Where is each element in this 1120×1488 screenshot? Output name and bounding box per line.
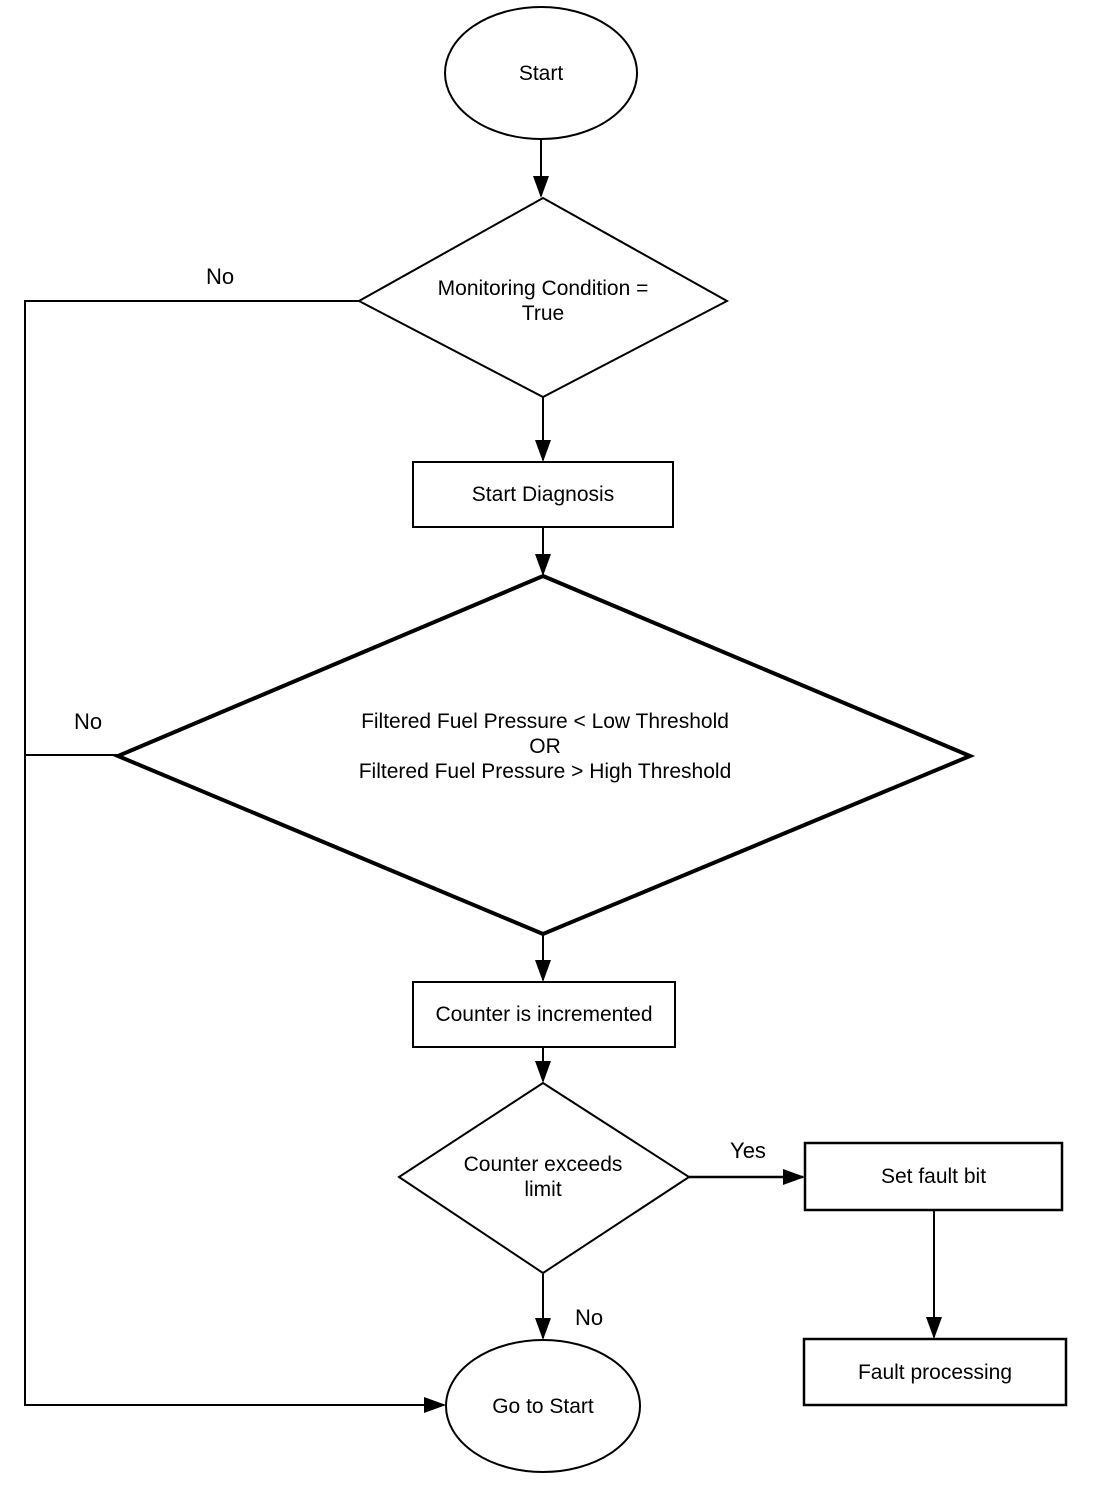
go-to-start-label: Go to Start xyxy=(446,1340,640,1472)
monitoring-condition-line2: True xyxy=(521,302,565,325)
start-diagnosis-label-text: Start Diagnosis xyxy=(471,483,615,506)
start-label: Start xyxy=(445,7,637,139)
node-start-ellipse xyxy=(444,6,638,140)
pressure-check-line3: Filtered Fuel Pressure > High Threshold xyxy=(358,759,732,783)
counter-exceeds-label: Counter exceeds limit xyxy=(423,1128,663,1226)
node-set-fault-bit-rect xyxy=(803,1141,1064,1212)
node-pressure-check-diamond xyxy=(112,573,976,937)
node-counter-exceeds-diamond xyxy=(397,1081,691,1275)
node-counter-incremented-rect xyxy=(412,981,676,1048)
node-start-diagnosis-rect xyxy=(412,461,674,528)
counter-exceeds-line1: Counter exceeds xyxy=(463,1153,623,1176)
fault-processing-label-text: Fault processing xyxy=(857,1360,1013,1384)
pressure-check-label: Filtered Fuel Pressure < Low Threshold O… xyxy=(343,696,747,796)
set-fault-bit-label: Set fault bit xyxy=(805,1143,1062,1210)
monitoring-no-label: No xyxy=(205,264,235,289)
monitoring-condition-label: Monitoring Condition = True xyxy=(393,250,693,352)
counter-no-label: No xyxy=(574,1305,604,1330)
pressure-no-label: No xyxy=(73,709,103,734)
start-label-text: Start xyxy=(518,61,564,85)
counter-exceeds-line2: limit xyxy=(524,1178,562,1201)
node-monitoring-condition-diamond xyxy=(356,196,730,399)
pressure-check-line2: OR xyxy=(529,734,561,758)
counter-incremented-label-text: Counter is incremented xyxy=(435,1003,653,1026)
fault-processing-label: Fault processing xyxy=(804,1339,1066,1405)
edge-monitoring-no-to-go-to-start xyxy=(24,300,446,1413)
pressure-check-line1: Filtered Fuel Pressure < Low Threshold xyxy=(361,709,729,733)
counter-incremented-label: Counter is incremented xyxy=(413,982,675,1047)
node-go-to-start-ellipse xyxy=(445,1339,641,1473)
go-to-start-label-text: Go to Start xyxy=(492,1394,594,1418)
counter-yes-label: Yes xyxy=(730,1138,766,1163)
set-fault-bit-label-text: Set fault bit xyxy=(880,1165,987,1188)
monitoring-condition-line1: Monitoring Condition = xyxy=(437,277,649,300)
start-diagnosis-label: Start Diagnosis xyxy=(413,462,673,527)
node-fault-processing-rect xyxy=(802,1337,1068,1407)
